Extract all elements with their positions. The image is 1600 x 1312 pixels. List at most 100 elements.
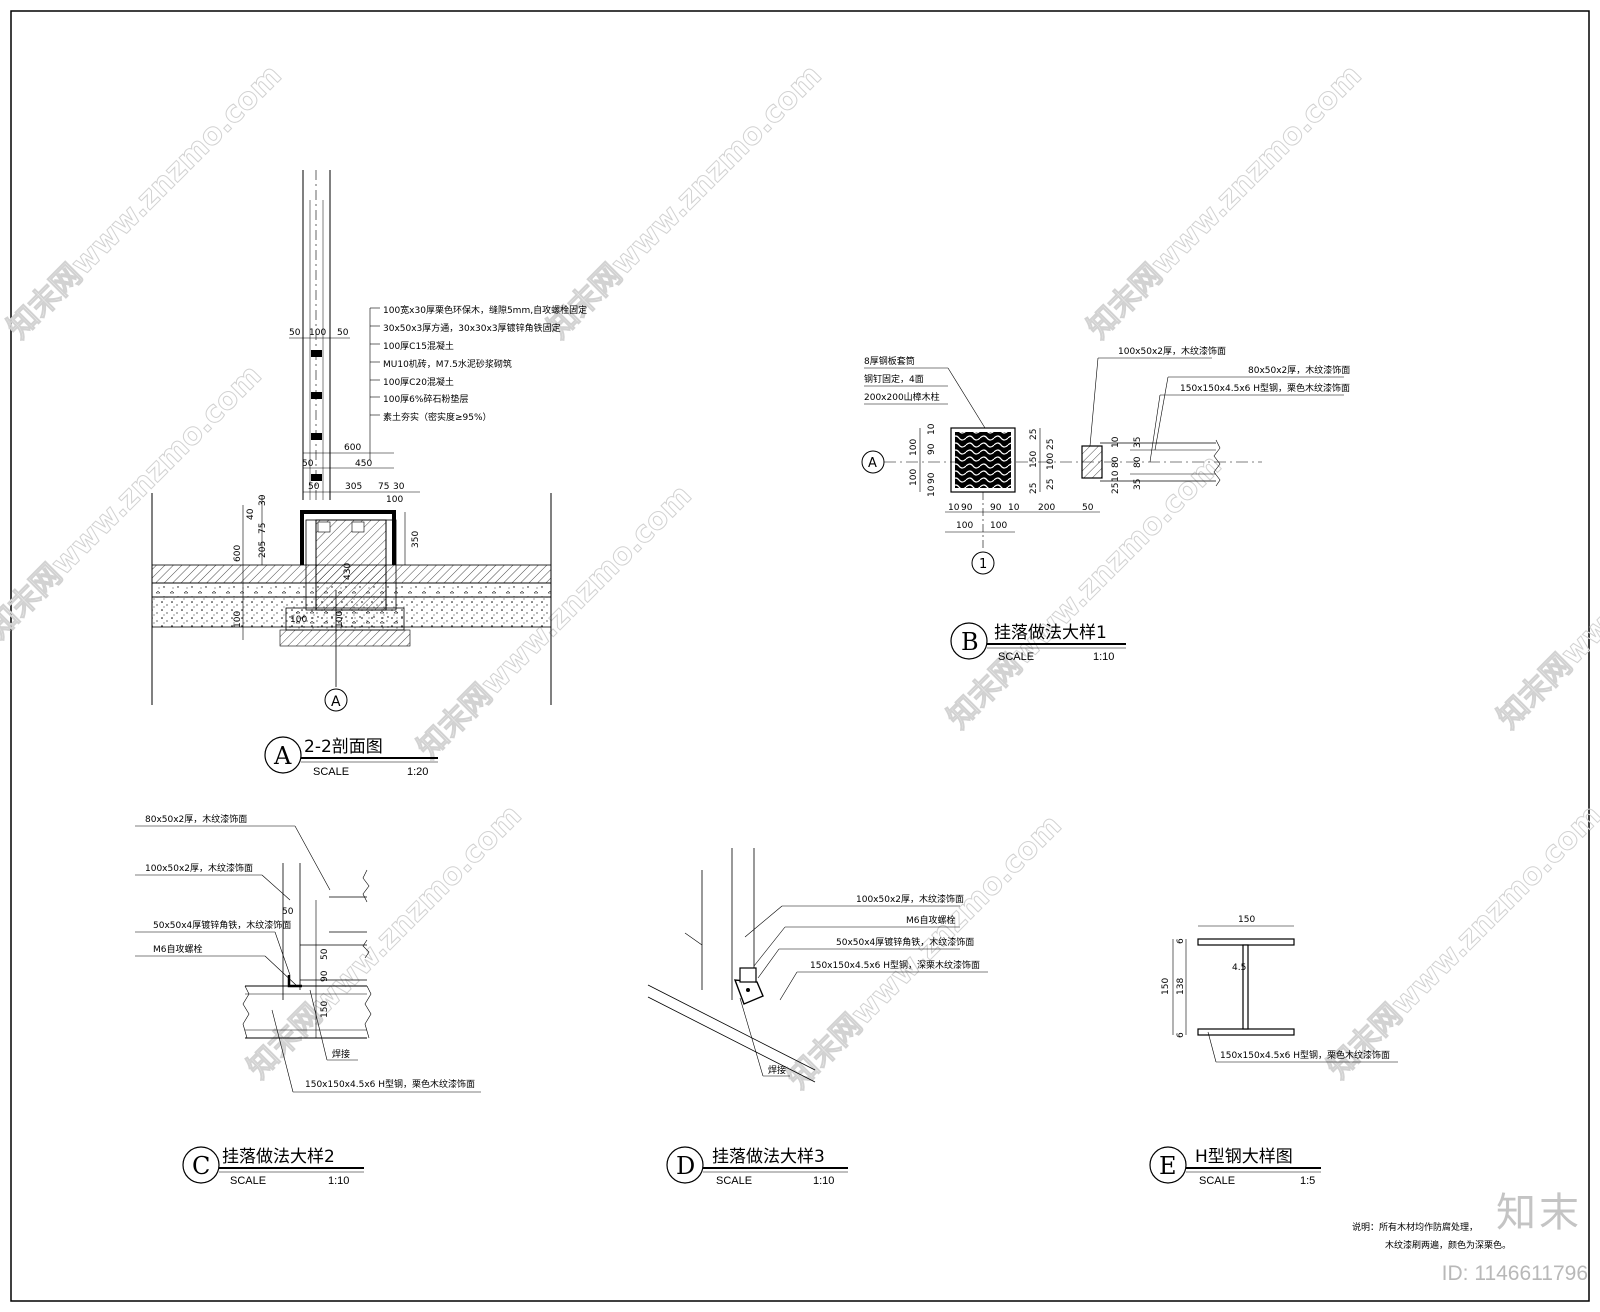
detail-marker-b: B bbox=[961, 628, 979, 656]
general-note: 说明：所有木材均作防腐处理， 木纹漆刷两遍，颜色为深栗色。 bbox=[1352, 1221, 1511, 1251]
dim-text: 90 bbox=[927, 443, 937, 455]
dim-text: 100 bbox=[956, 521, 973, 531]
dim-text: 90 bbox=[961, 503, 973, 513]
dim-text: 80 bbox=[1111, 456, 1121, 468]
dim-text: 150 bbox=[1238, 915, 1255, 925]
dim-text: 40 bbox=[246, 508, 256, 520]
detail-title-a: 2-2剖面图 bbox=[304, 737, 383, 757]
dim-text: 600 bbox=[344, 443, 361, 453]
note-text: 100厚6%碎石粉垫层 bbox=[383, 393, 468, 405]
note-text: 素土夯实（密实度≥95%） bbox=[383, 411, 492, 423]
note-text: 150x150x4.5x6 H型钢，深栗木纹漆饰面 bbox=[810, 959, 980, 971]
note-text: 200x200山樟木柱 bbox=[864, 391, 940, 403]
dim-text: 50 bbox=[337, 328, 349, 338]
detail-d: 100x50x2厚，木纹漆饰面 M6自攻螺栓 50x50x4厚镀锌角铁，木纹漆饰… bbox=[647, 848, 988, 1187]
note-text: 100宽x30厚栗色环保木，缝隙5mm,自攻螺栓固定 bbox=[383, 304, 587, 316]
dim-text: 80 bbox=[1133, 456, 1143, 468]
dim-text: 6 bbox=[1176, 938, 1186, 944]
note-text: 焊接 bbox=[332, 1048, 350, 1060]
detail-marker-d: D bbox=[676, 1152, 695, 1180]
watermark: 知末网www.znzmo.com bbox=[1, 58, 289, 346]
dim-text: 35 bbox=[1133, 437, 1143, 448]
dim-text: 90 bbox=[320, 970, 330, 982]
dim-text: 10 bbox=[1111, 436, 1121, 448]
dim-text: 100 bbox=[386, 495, 403, 505]
dim-text: 200 bbox=[1038, 503, 1055, 513]
detail-c: 50 50 90 150 80x50x2厚，木纹漆饰面 100x50x2厚，木纹… bbox=[135, 813, 481, 1187]
note-text: 100厚C20混凝土 bbox=[383, 376, 454, 388]
dim-text: 600 bbox=[233, 545, 243, 562]
dim-text: 75 bbox=[258, 523, 268, 534]
dim-text: 10 bbox=[1008, 503, 1020, 513]
dim-text: 35 bbox=[1133, 479, 1143, 490]
detail-title-e: H型钢大样图 bbox=[1195, 1147, 1293, 1167]
scale-label: SCALE bbox=[998, 651, 1034, 663]
dim-text: 25 bbox=[1029, 429, 1039, 440]
dim-text: 75 bbox=[378, 482, 389, 492]
note-text: 150x150x4.5x6 H型钢，栗色木纹漆饰面 bbox=[305, 1078, 475, 1090]
dim-text: 25 bbox=[1046, 439, 1056, 450]
dim-text: 4.5 bbox=[1232, 963, 1246, 973]
dim-text: 100 bbox=[233, 611, 243, 628]
dim-text: 6 bbox=[1176, 1032, 1186, 1038]
scale-value: 1:5 bbox=[1300, 1175, 1315, 1187]
dim-text: 150 bbox=[1161, 978, 1171, 995]
watermark: 知末网www.znzmo.com bbox=[1321, 798, 1600, 1086]
dim-text: 100 bbox=[309, 328, 326, 338]
note-text: 焊接 bbox=[768, 1064, 786, 1076]
dim-text: 90 bbox=[990, 503, 1002, 513]
dim-text: 30 bbox=[258, 494, 268, 506]
detail-marker-a: A bbox=[273, 742, 292, 770]
dim-text: 350 bbox=[411, 531, 421, 548]
dim-text: 100 bbox=[909, 439, 919, 456]
dim-text: 10 bbox=[927, 485, 937, 497]
watermark: 知末网www.znzmo.com bbox=[1081, 58, 1369, 346]
scale-value: 1:10 bbox=[1093, 651, 1114, 663]
watermark: 知末网www.znzmo.com bbox=[781, 808, 1069, 1096]
detail-title-c: 挂落做法大样2 bbox=[222, 1147, 335, 1167]
dim-text: 100 bbox=[335, 611, 345, 628]
dim-text: 50 bbox=[302, 459, 314, 469]
note-text: 80x50x2厚，木纹漆饰面 bbox=[1248, 364, 1350, 376]
dim-text: 100 bbox=[909, 469, 919, 486]
dim-text: 100 bbox=[1046, 453, 1056, 470]
axis-mark-a: A bbox=[868, 456, 877, 471]
scale-label: SCALE bbox=[313, 766, 349, 778]
dim-text: 10 bbox=[927, 423, 937, 435]
axis-number-1: 1 bbox=[979, 557, 987, 572]
note-text: 8厚钢板套筒 bbox=[864, 355, 915, 367]
note-text: 木纹漆刷两遍，颜色为深栗色。 bbox=[1385, 1239, 1511, 1251]
dim-text: 450 bbox=[355, 459, 372, 469]
dim-text: 90 bbox=[927, 472, 937, 484]
dim-text: 430 bbox=[343, 563, 353, 580]
detail-e-h-beam: 150 6 4.5 150 138 6 150x150x4.5x6 H型钢，栗色… bbox=[1149, 915, 1398, 1187]
sheet-border bbox=[10, 10, 1590, 1302]
detail-marker-e: E bbox=[1159, 1152, 1177, 1180]
note-text: 钢钉固定，4面 bbox=[864, 373, 924, 385]
watermark: 知末网www.znzmo.com bbox=[541, 58, 829, 346]
dim-text: 50 bbox=[308, 482, 320, 492]
note-text: 100厚C15混凝土 bbox=[383, 340, 454, 352]
dim-text: 150 bbox=[320, 1001, 330, 1018]
note-text: 100x50x2厚，木纹漆饰面 bbox=[856, 893, 964, 905]
detail-marker-c: C bbox=[192, 1152, 210, 1180]
detail-b-plan: A 100 90 10 100 90 10 10 90 90 10 200 50… bbox=[861, 345, 1350, 663]
dim-text: 305 bbox=[345, 482, 362, 492]
dim-text: 100 bbox=[290, 615, 307, 625]
dim-text: 25 bbox=[1111, 483, 1121, 494]
note-text: 150x150x4.5x6 H型钢，栗色木纹漆饰面 bbox=[1180, 382, 1350, 394]
dim-text: 25 bbox=[1046, 479, 1056, 490]
section-mark-a: A bbox=[331, 694, 341, 710]
scale-label: SCALE bbox=[1199, 1175, 1235, 1187]
detail-title-d: 挂落做法大样3 bbox=[712, 1147, 825, 1167]
scale-value: 1:10 bbox=[813, 1175, 834, 1187]
scale-value: 1:20 bbox=[407, 766, 428, 778]
dim-text: 50 bbox=[282, 907, 294, 917]
detail-a-section: A 50 100 50 600 450 50 305 75 30 50 100 … bbox=[151, 170, 587, 778]
note-text: 100x50x2厚，木纹漆饰面 bbox=[1118, 345, 1226, 357]
dim-text: 150 bbox=[1029, 451, 1039, 468]
dim-text: 50 bbox=[289, 328, 301, 338]
scale-label: SCALE bbox=[230, 1175, 266, 1187]
detail-title-b: 挂落做法大样1 bbox=[994, 623, 1107, 643]
